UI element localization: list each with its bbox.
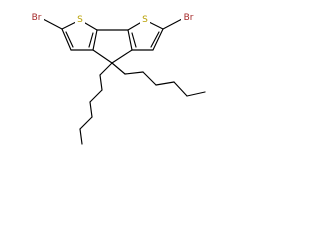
bond-br-c2-left bbox=[42, 18, 63, 30]
bond-c3a-c7b-right-double bbox=[131, 32, 137, 48]
bond-c2-c3-left bbox=[61, 28, 72, 51]
bond-hexyl-right-1 bbox=[111, 62, 126, 75]
bond-hexyl-right-3 bbox=[142, 71, 157, 86]
atom-label-bg bbox=[181, 12, 196, 24]
bond-hexyl-left-5 bbox=[79, 116, 93, 130]
bromine-atom-right: Br bbox=[184, 13, 194, 23]
bond-c3a-c7a-left bbox=[92, 29, 98, 51]
bromine-atom-left: Br bbox=[32, 13, 42, 23]
bond-c3a-c4-right bbox=[111, 49, 133, 64]
atom-label-bg bbox=[75, 14, 85, 26]
bond-c2-c3-right-double bbox=[150, 31, 160, 48]
bond-layer bbox=[42, 18, 206, 145]
bond-c3a-c7b-right bbox=[127, 29, 133, 51]
atom-label-bg bbox=[140, 14, 150, 26]
sulfur-atom-left: S bbox=[77, 15, 83, 25]
bond-c2-c3-left-double bbox=[65, 31, 74, 48]
bond-c3a-c7a-left-double bbox=[88, 32, 94, 48]
bond-hexyl-right-2 bbox=[124, 71, 144, 75]
bond-hexyl-left-1 bbox=[99, 62, 113, 76]
molecular-structure-diagram: Br S S Br bbox=[29, 12, 206, 145]
bond-hexyl-right-4 bbox=[155, 81, 175, 86]
bond-hexyl-right-5 bbox=[173, 81, 188, 97]
bond-c2-br-right bbox=[162, 18, 183, 30]
bond-hexyl-left-6 bbox=[79, 128, 83, 145]
sulfur-atom-right: S bbox=[142, 15, 148, 25]
bond-hexyl-left-3 bbox=[89, 89, 103, 103]
atom-label-layer: Br S S Br bbox=[29, 12, 196, 26]
bond-c2-c3-right bbox=[152, 28, 164, 51]
bond-c3a-c4-left bbox=[92, 49, 113, 64]
bond-hexyl-left-2 bbox=[99, 74, 103, 91]
atom-label-bg bbox=[29, 12, 44, 24]
bond-hexyl-left-4 bbox=[89, 101, 93, 118]
bond-hexyl-right-6 bbox=[186, 91, 206, 97]
